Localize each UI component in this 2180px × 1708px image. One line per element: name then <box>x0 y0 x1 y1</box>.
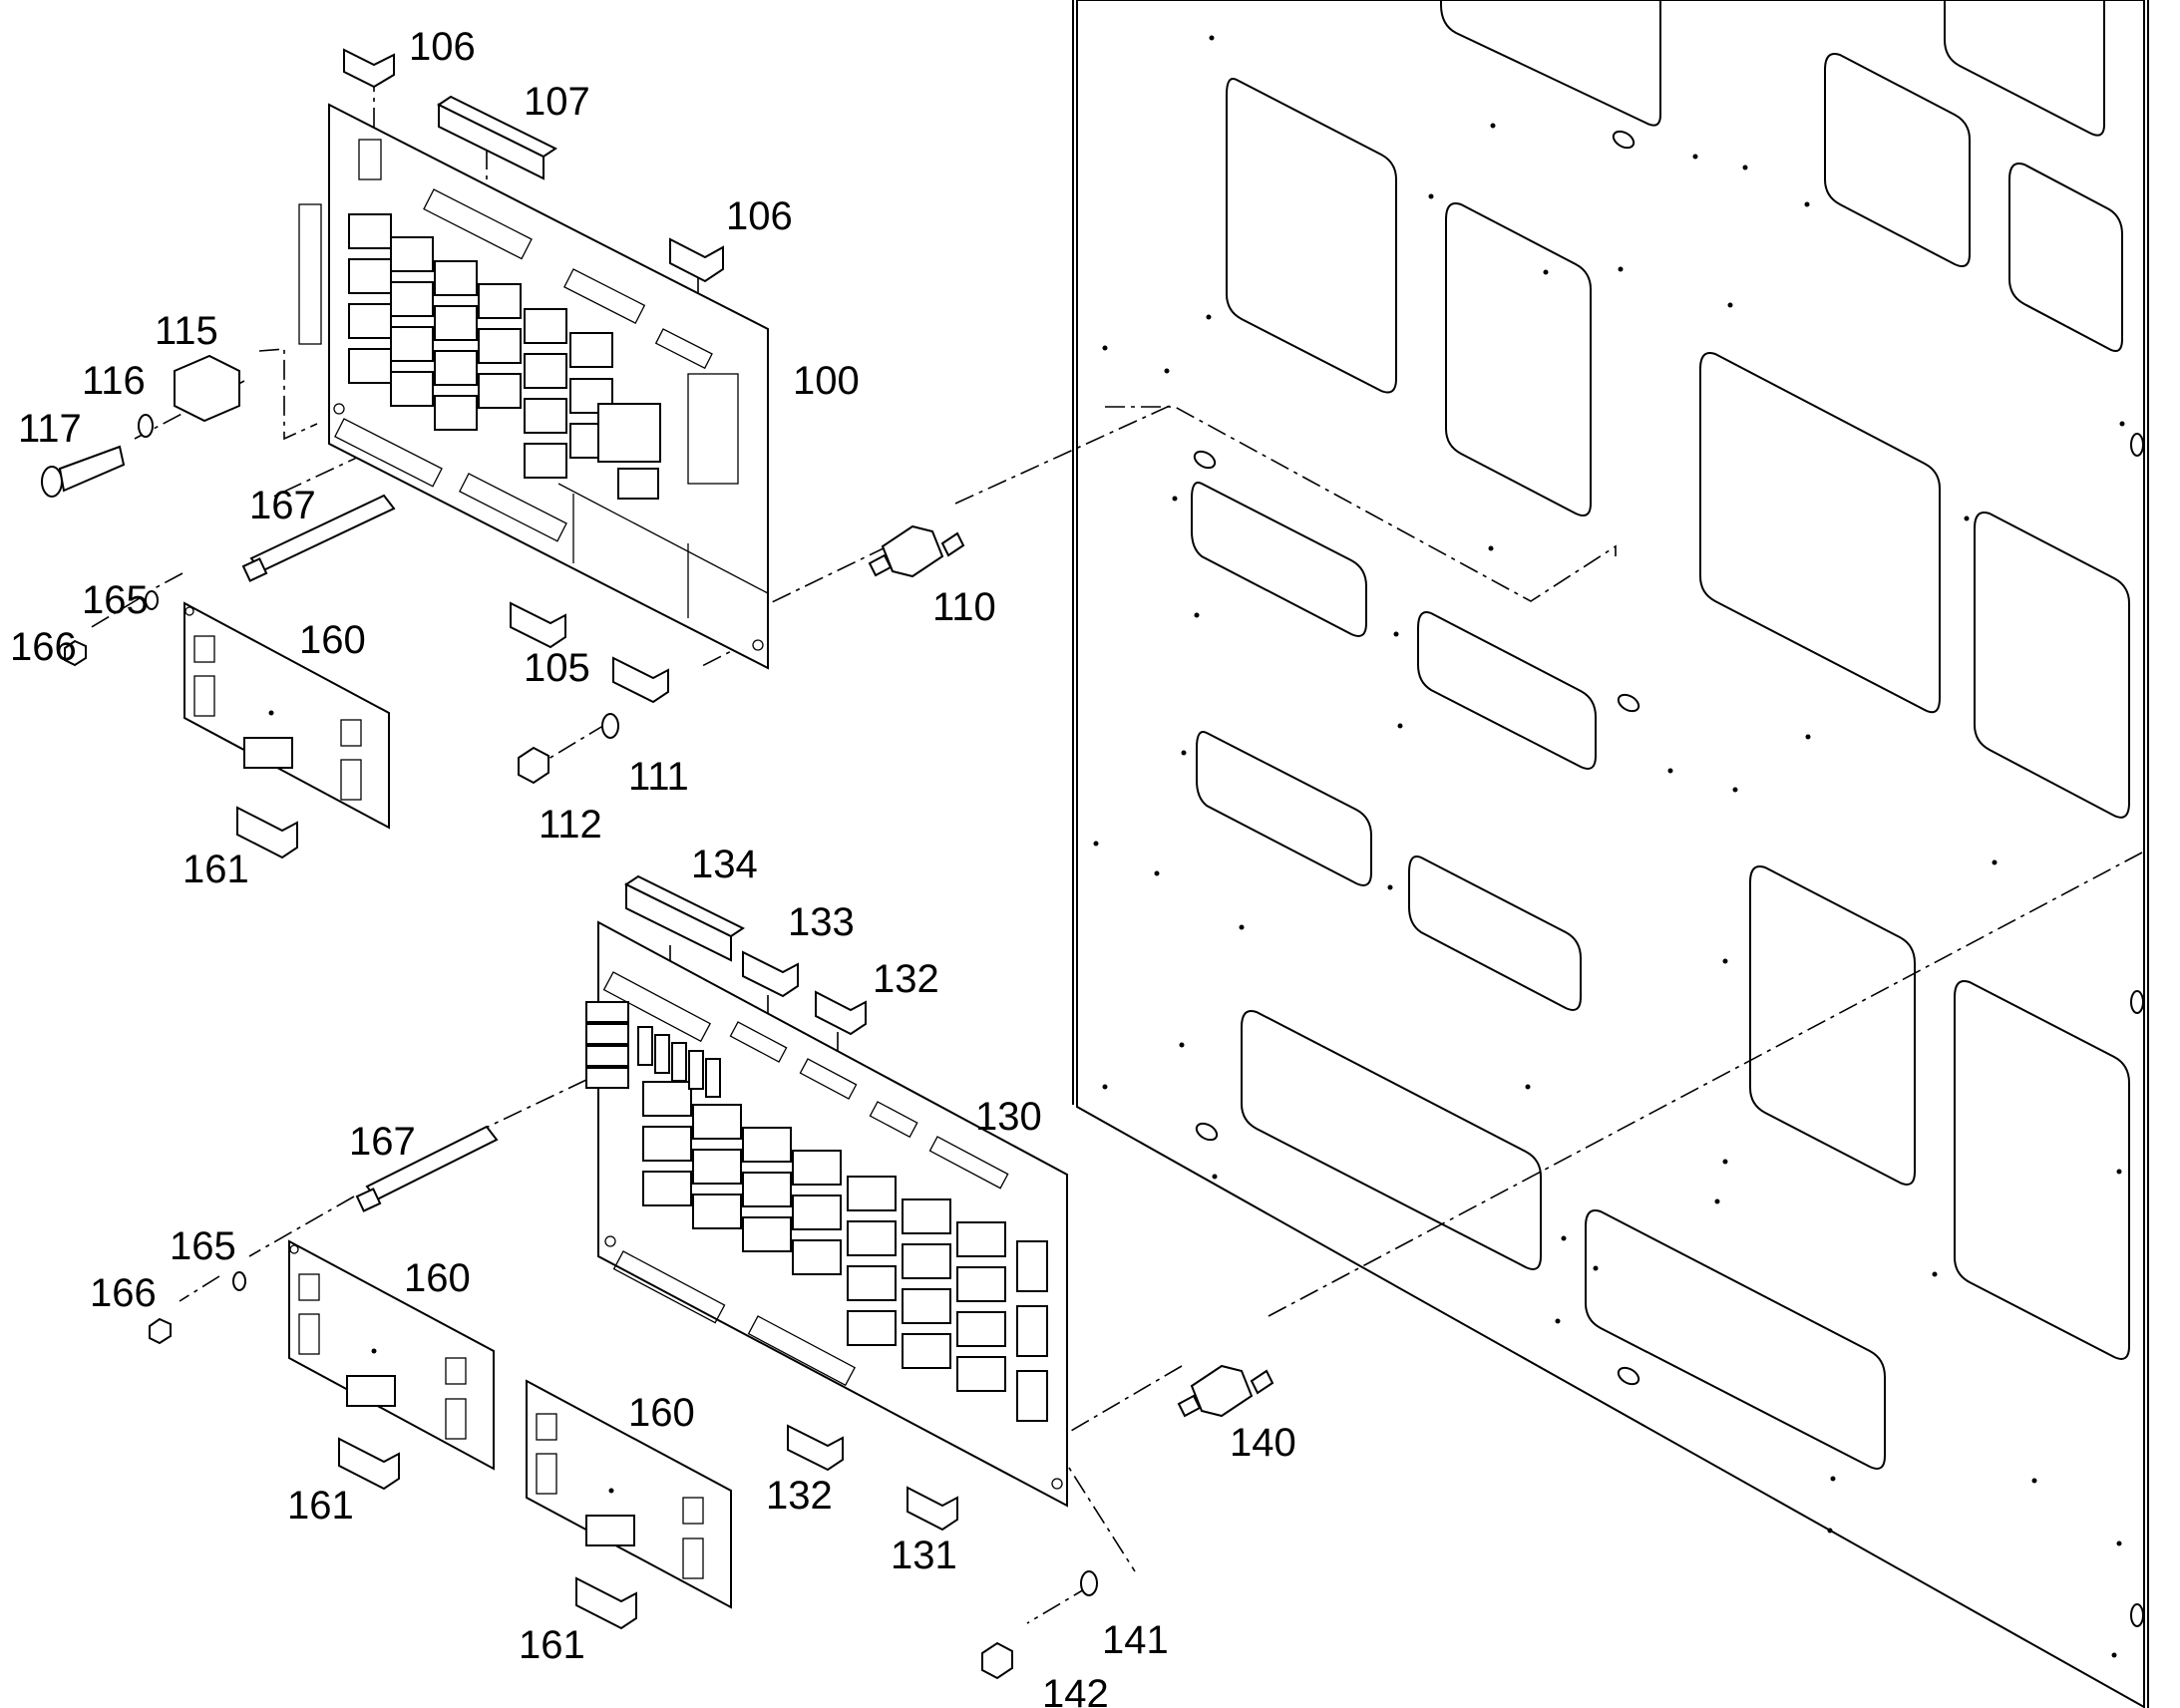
callout-160-upper: 160 <box>299 618 366 662</box>
callout-161-lower: 161 <box>519 1623 585 1667</box>
mounting-panel <box>1072 0 2149 1708</box>
callout-131: 131 <box>891 1534 957 1577</box>
callout-132-lower: 132 <box>766 1474 833 1518</box>
callout-166-lower: 166 <box>90 1271 157 1315</box>
small-board-160-b <box>288 1239 495 1471</box>
callout-160-lower: 160 <box>628 1391 695 1435</box>
callout-142: 142 <box>1042 1672 1109 1708</box>
callout-117: 117 <box>18 407 82 451</box>
callout-166-upper: 166 <box>10 625 77 669</box>
callout-160-mid: 160 <box>404 1256 471 1300</box>
callout-167-lower: 167 <box>349 1120 416 1164</box>
callout-165-lower: 165 <box>170 1224 236 1268</box>
callout-165-upper: 165 <box>82 578 149 622</box>
hardware <box>41 414 1274 1680</box>
callout-140: 140 <box>1230 1421 1296 1465</box>
callout-161-mid: 161 <box>287 1484 354 1528</box>
callout-141: 141 <box>1102 1618 1169 1662</box>
callout-106-right: 106 <box>726 194 793 238</box>
callout-111: 111 <box>628 755 689 799</box>
small-board-160-c <box>526 1379 732 1609</box>
callout-161-upper: 161 <box>182 848 249 891</box>
callout-100: 100 <box>793 359 860 403</box>
callout-115: 115 <box>155 309 218 353</box>
callout-labels: 106 107 106 100 115 116 117 167 110 165 … <box>10 25 1296 1708</box>
callout-130: 130 <box>975 1095 1042 1139</box>
callout-167-upper: 167 <box>249 484 316 527</box>
callout-116: 116 <box>82 359 146 403</box>
callout-133: 133 <box>788 900 855 944</box>
upper-relay-board-100 <box>298 103 769 670</box>
callout-110: 110 <box>932 585 996 629</box>
callout-132-top: 132 <box>873 957 939 1001</box>
callout-107: 107 <box>524 80 590 124</box>
lower-relay-board-130 <box>585 920 1068 1508</box>
callout-134: 134 <box>691 843 758 886</box>
callout-112: 112 <box>539 803 602 847</box>
small-board-160-a <box>183 601 390 830</box>
terminal-plugs <box>174 48 958 1630</box>
callout-106-top: 106 <box>409 25 476 69</box>
callout-105: 105 <box>524 646 590 690</box>
